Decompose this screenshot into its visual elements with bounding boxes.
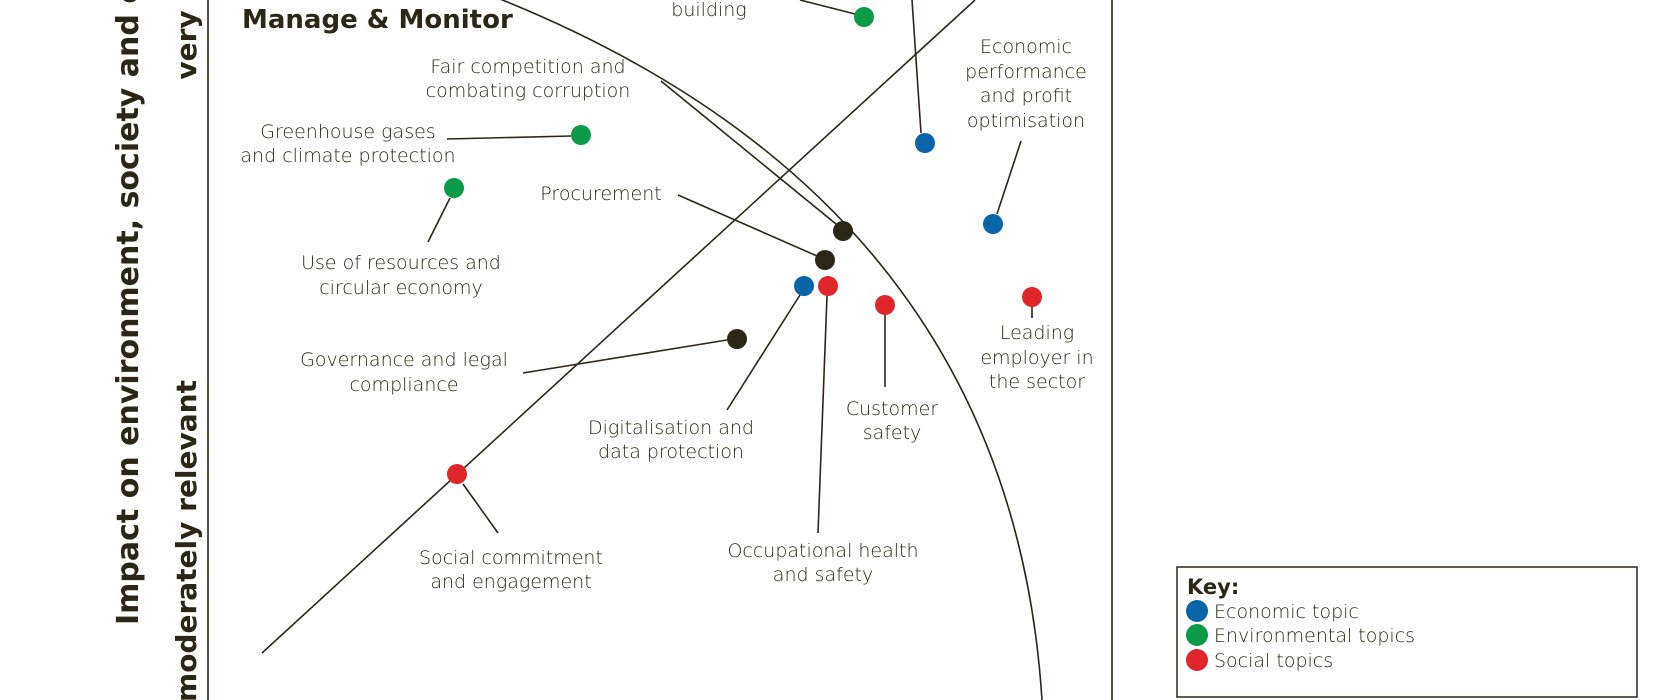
point-leading-employer[interactable] xyxy=(1022,287,1042,307)
y-tick-very: very xyxy=(170,10,203,79)
quadrant-title: Manage & Monitor xyxy=(242,5,513,35)
point-governance[interactable] xyxy=(727,329,747,349)
label-leading-employer-3: the sector xyxy=(989,371,1085,393)
label-governance-1: Governance and legal xyxy=(300,349,508,371)
leader-line xyxy=(911,0,922,134)
label-customer-1: Customer xyxy=(846,398,938,420)
point-customer[interactable] xyxy=(875,295,895,315)
label-economic-performance-4: optimisation xyxy=(967,110,1085,132)
leader-line xyxy=(446,135,572,140)
label-economic-performance-1: Economic xyxy=(980,36,1072,58)
label-social-commitment-1: Social commitment xyxy=(419,547,603,569)
label-leading-employer-2: employer in xyxy=(980,347,1093,369)
label-fair-competition-1: Fair competition and xyxy=(430,56,625,78)
label-greenhouse-1: Greenhouse gases xyxy=(260,121,435,143)
label-leading-employer-1: Leading xyxy=(1000,322,1074,344)
leader-line xyxy=(427,197,451,243)
y-tick-moderately-relevant: moderately relevant xyxy=(170,380,203,700)
label-social-commitment-2: and engagement xyxy=(430,571,591,593)
materiality-arc xyxy=(500,0,1043,700)
label-procurement: Procurement xyxy=(540,183,661,205)
label-digitalisation-1: Digitalisation and xyxy=(588,417,754,439)
leader-line xyxy=(677,194,818,257)
legend-item-environmental: Environmental topics xyxy=(1214,625,1415,647)
topic-points xyxy=(444,7,1042,484)
leader-line xyxy=(817,295,828,534)
legend-swatch-environmental xyxy=(1186,624,1208,646)
point-procurement[interactable] xyxy=(815,250,835,270)
label-customer-2: safety xyxy=(863,422,922,444)
point-digitalisation[interactable] xyxy=(794,276,814,296)
diagonal-threshold-line xyxy=(261,0,976,654)
label-resources-2: circular economy xyxy=(319,277,483,299)
legend-swatch-social xyxy=(1186,649,1208,671)
point-economic-performance[interactable] xyxy=(983,214,1003,234)
point-social-commitment[interactable] xyxy=(447,464,467,484)
label-economic-performance-3: and profit xyxy=(980,85,1072,107)
label-digitalisation-2: data protection xyxy=(598,441,744,463)
legend-item-economic: Economic topic xyxy=(1214,601,1359,623)
point-occupational[interactable] xyxy=(818,276,838,296)
point-building[interactable] xyxy=(854,7,874,27)
leader-line xyxy=(462,483,499,534)
leader-line xyxy=(522,339,728,374)
label-building: building xyxy=(671,0,746,21)
label-occupational-1: Occupational health xyxy=(727,540,918,562)
point-greenhouse[interactable] xyxy=(571,125,591,145)
label-resources-1: Use of resources and xyxy=(301,252,501,274)
leader-lines xyxy=(427,0,1033,534)
label-occupational-2: and safety xyxy=(773,564,873,586)
point-fair-competition[interactable] xyxy=(833,221,853,241)
label-governance-2: compliance xyxy=(349,374,458,396)
legend-title: Key: xyxy=(1187,575,1239,599)
label-fair-competition-2: combating corruption xyxy=(426,80,631,102)
legend: Key: Economic topic Environmental topics… xyxy=(1176,566,1638,698)
leader-line xyxy=(660,80,837,225)
legend-swatch-economic xyxy=(1186,600,1208,622)
y-axis-title: Impact on environment, society and econo… xyxy=(111,0,146,625)
legend-item-social: Social topics xyxy=(1214,650,1333,672)
leader-line xyxy=(799,0,856,15)
label-economic-performance-2: performance xyxy=(965,61,1087,83)
label-greenhouse-2: and climate protection xyxy=(240,145,455,167)
point-resources[interactable] xyxy=(444,178,464,198)
leader-line xyxy=(996,140,1022,215)
leader-line xyxy=(726,294,801,411)
legend-box xyxy=(1176,566,1638,698)
point-economic-top[interactable] xyxy=(915,133,935,153)
